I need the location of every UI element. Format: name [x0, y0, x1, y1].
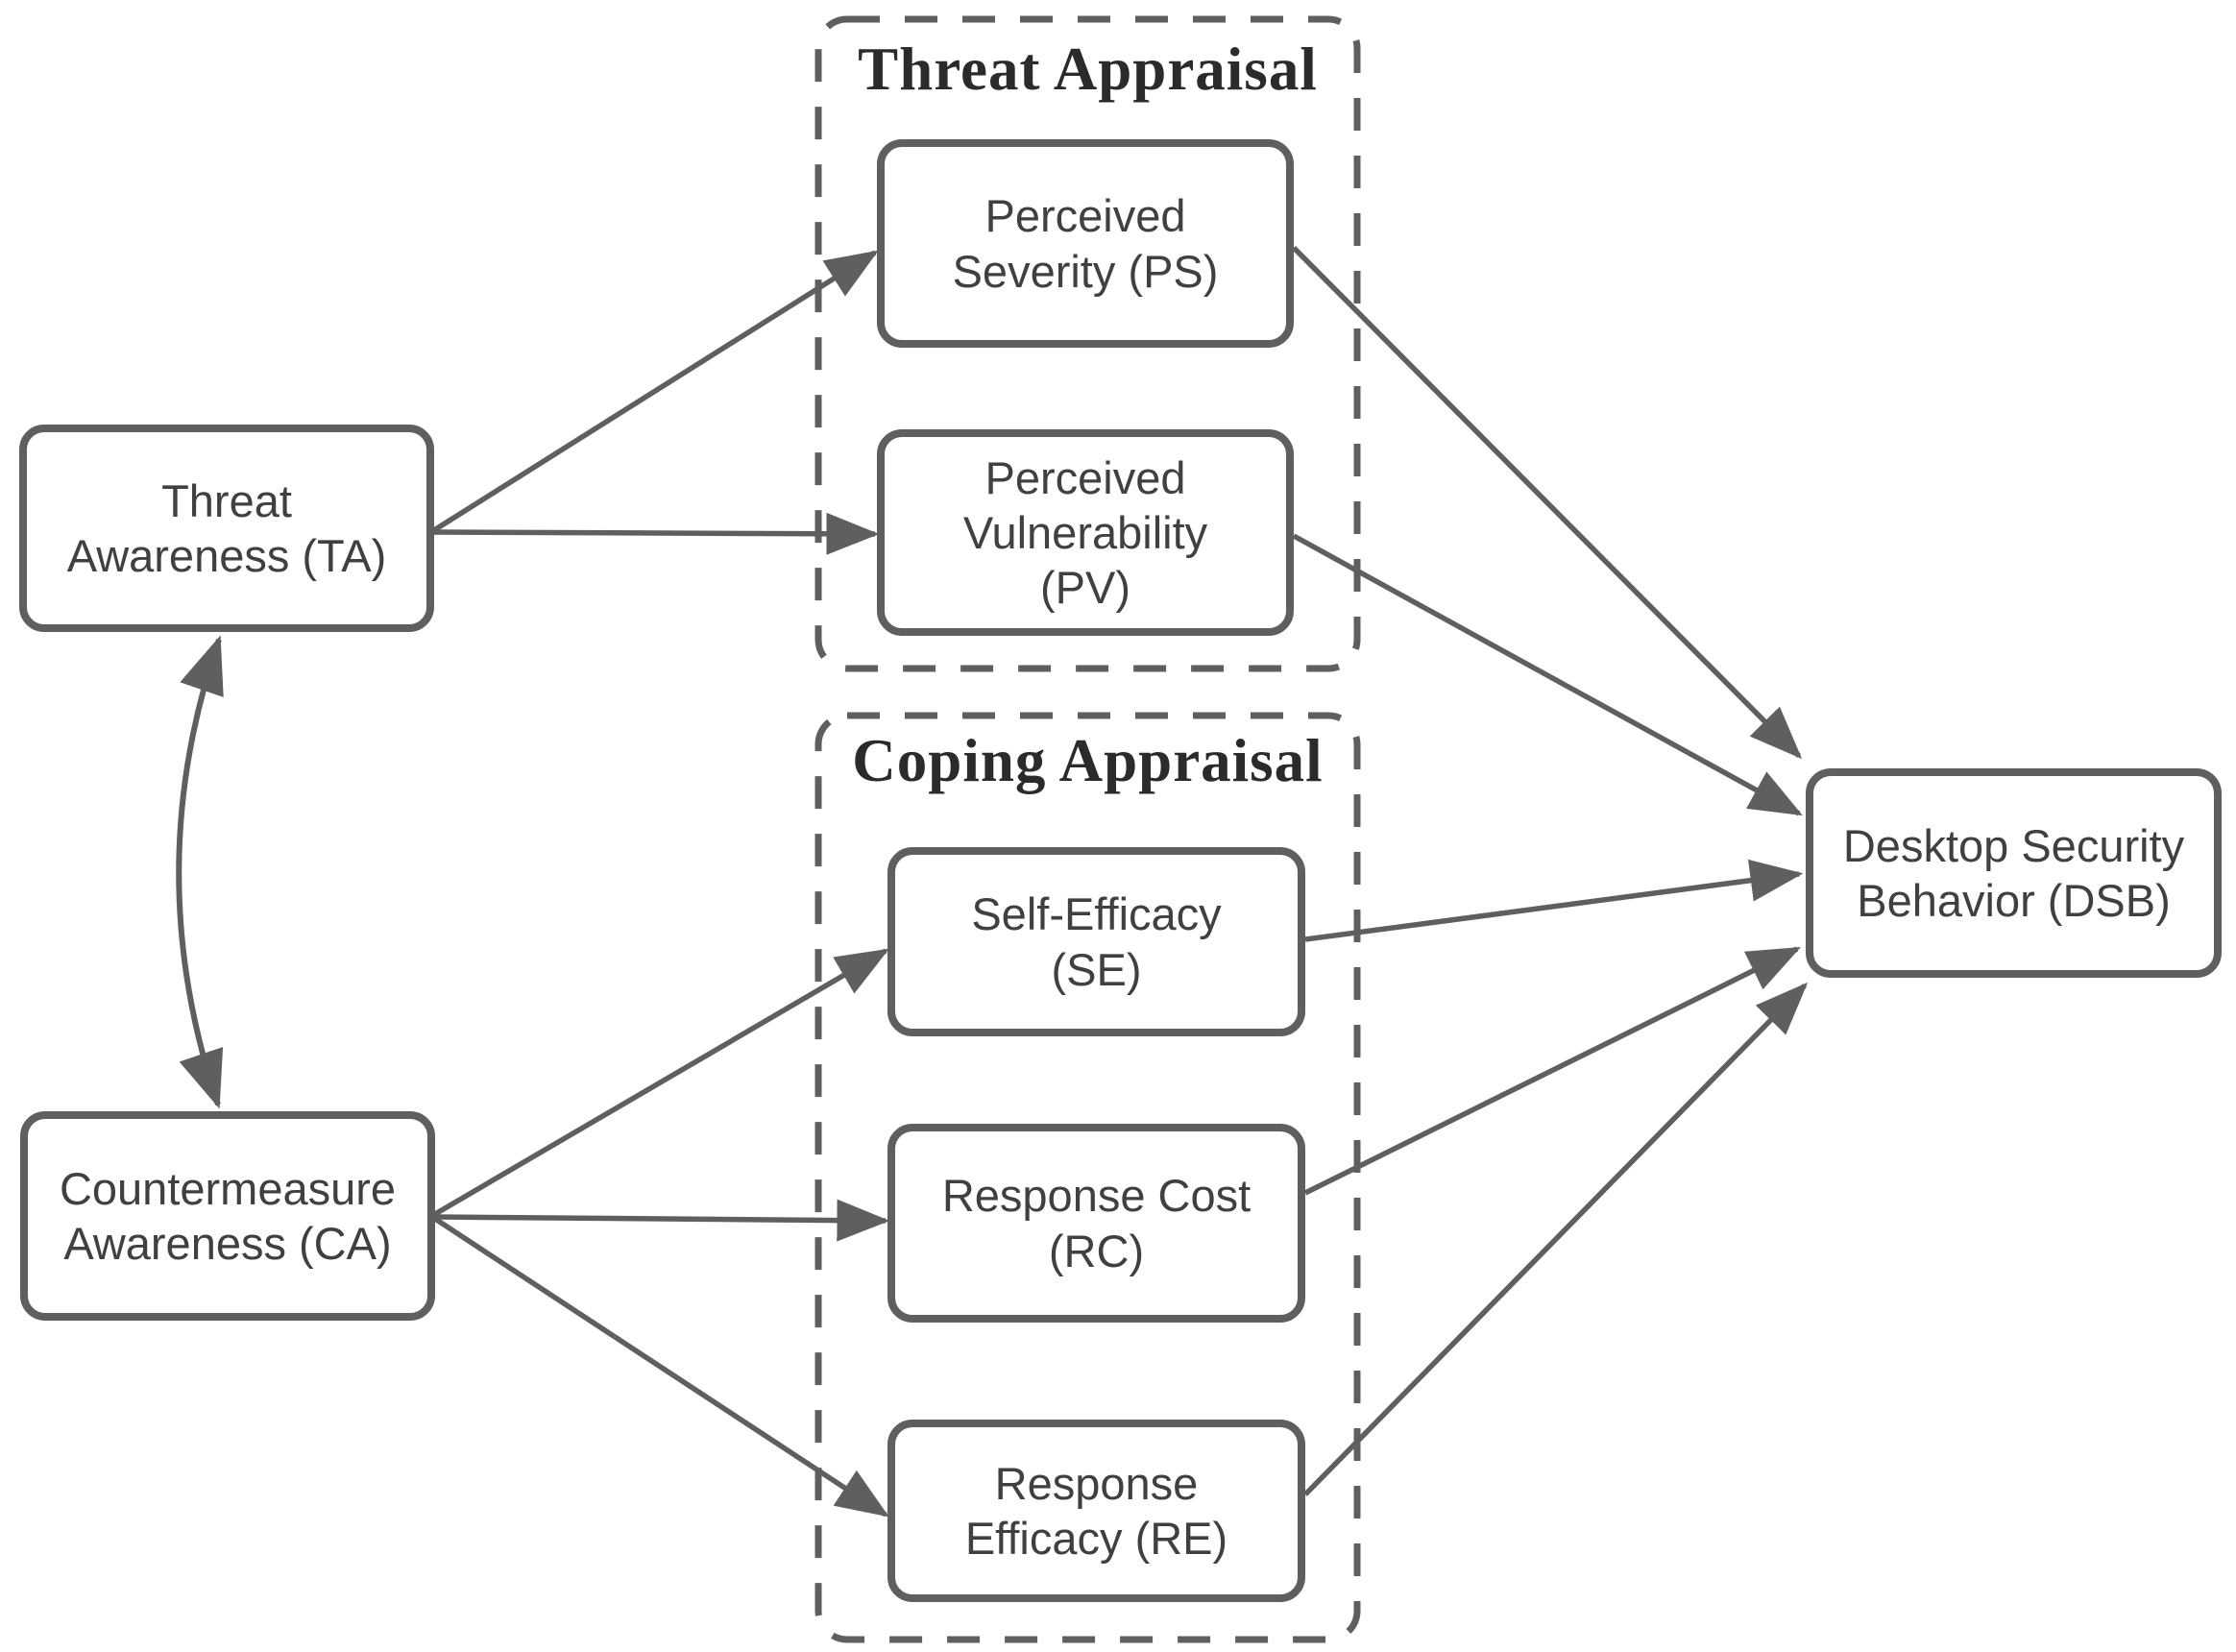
node-perceived-severity: Perceived Severity (PS) — [877, 139, 1294, 348]
edge-ca-rc — [434, 1199, 890, 1242]
node-self-efficacy: Self-Efficacy (SE) — [887, 847, 1305, 1036]
node-label: Response Cost (RC) — [941, 1170, 1252, 1276]
edge-ps-dsb — [1292, 246, 1803, 760]
node-label: Perceived Severity (PS) — [952, 190, 1219, 297]
node-response-efficacy: Response Efficacy (RE) — [887, 1420, 1305, 1602]
node-label: Threat Awareness (TA) — [66, 474, 387, 581]
edge-ta-ca-correlation — [176, 635, 224, 1109]
node-label: Desktop Security Behavior (DSB) — [1842, 819, 2185, 926]
node-label: Perceived Vulnerability (PV) — [962, 451, 1208, 614]
node-perceived-vulnerability: Perceived Vulnerability (PV) — [877, 429, 1294, 636]
node-response-cost: Response Cost (RC) — [887, 1124, 1305, 1323]
edge-rc-dsb — [1303, 946, 1801, 1196]
node-countermeasure-awareness: Countermeasure Awareness (CA) — [20, 1111, 435, 1321]
node-threat-awareness: Threat Awareness (TA) — [19, 425, 434, 632]
edge-ta-pv — [433, 512, 880, 555]
threat-appraisal-group-border — [814, 15, 1361, 672]
node-label: Response Efficacy (RE) — [964, 1457, 1228, 1564]
edge-ca-se — [433, 948, 889, 1217]
coping-appraisal-title: Coping Appraisal — [852, 727, 1324, 794]
edge-se-dsb — [1304, 859, 1804, 942]
coping-appraisal-group-border — [814, 712, 1361, 1643]
threat-appraisal-title: Threat Appraisal — [858, 36, 1318, 103]
edge-ca-re — [433, 1216, 889, 1518]
node-label: Countermeasure Awareness (CA) — [59, 1162, 397, 1269]
edge-pv-dsb — [1292, 533, 1803, 816]
node-label: Self-Efficacy (SE) — [971, 888, 1222, 995]
edge-re-dsb — [1303, 982, 1809, 1496]
edge-ta-ps — [432, 250, 879, 533]
node-desktop-security-behavior: Desktop Security Behavior (DSB) — [1806, 768, 2222, 978]
